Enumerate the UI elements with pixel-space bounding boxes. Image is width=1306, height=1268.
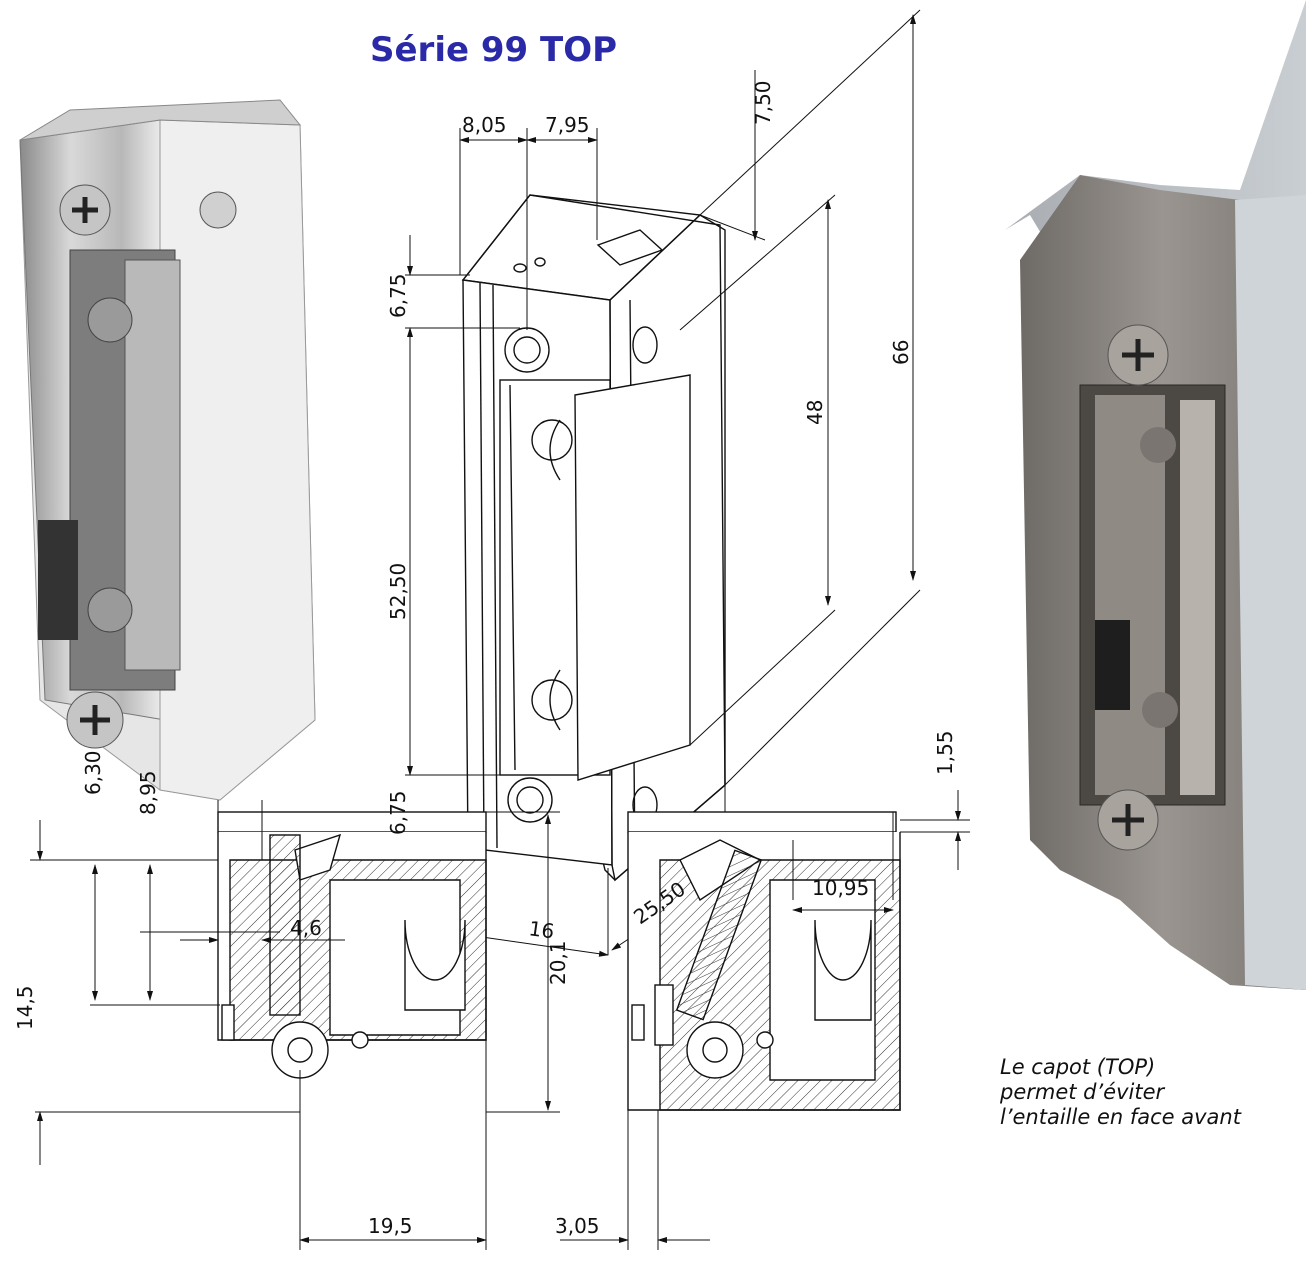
section2-dimension-lines [560,790,970,1250]
screw-icon [59,184,111,236]
screw-icon [507,777,553,823]
dim-sec1-width: 19,5 [368,1214,413,1238]
dim-sec1-h2: 8,95 [136,770,160,815]
dim-body-middle: 52,50 [386,563,410,620]
dim-sec1-h1: 6,30 [81,750,105,795]
dim-sec2-width: 10,95 [812,876,869,900]
dim-sec1-height: 14,5 [13,985,37,1030]
cross-section-1 [217,811,487,1079]
dim-height-total: 66 [889,340,913,365]
caption-line: Le capot (TOP) [1000,1055,1156,1079]
product-photo-right [1005,0,1306,990]
dim-top-depth: 7,50 [751,80,775,125]
dim-top-left: 8,05 [462,113,507,137]
caption-line: permet d’éviter [1000,1080,1165,1104]
dim-sec2-lip: 1,55 [933,730,957,775]
isometric-drawing [461,194,726,882]
caption: Le capot (TOP) permet d’éviter l’entaill… [1000,1055,1241,1130]
dim-sec1-offset: 4,6 [290,916,322,940]
dimension-labels: 8,05 7,95 7,50 66 48 6,75 52,50 6,75 16 … [13,80,957,1238]
section1-dimension-lines [30,800,560,1250]
screw-icon [1107,324,1169,386]
dim-top-right: 7,95 [545,113,590,137]
dim-screw-top: 6,75 [386,273,410,318]
dim-sec1-total: 20,1 [546,940,570,985]
page-title: Série 99 TOP [370,30,618,70]
cross-section-2 [627,811,901,1111]
dim-height-inner: 48 [803,400,827,425]
dim-screw-bottom: 6,75 [386,790,410,835]
dim-width: 16 [527,916,556,943]
dim-sec2-offset: 3,05 [555,1214,600,1238]
product-photo-left [19,99,316,801]
screw-icon [1097,789,1159,851]
screw-icon [66,691,124,749]
caption-line: l’entaille en face avant [1000,1105,1241,1129]
